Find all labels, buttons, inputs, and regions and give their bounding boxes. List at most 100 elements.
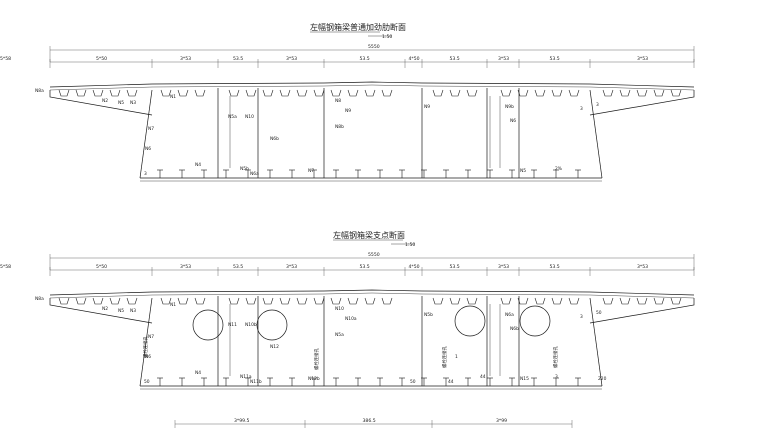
note-bolt-hole: 螺栓连接孔 [441, 345, 448, 368]
bottom-dim-label: 386.5 [363, 418, 376, 424]
deck-u-rib [619, 89, 631, 97]
part-label: 3 [596, 102, 599, 108]
part-label: N9b [505, 104, 514, 110]
part-label: N11 [228, 322, 237, 328]
deck-u-rib [126, 297, 138, 305]
segment-dim-label: 3*53 [637, 56, 648, 62]
deck-u-rib [194, 89, 206, 97]
access-hole [454, 305, 486, 337]
deck-u-rib [330, 297, 342, 305]
deck-u-rib [381, 89, 393, 97]
deck-u-rib [347, 89, 359, 97]
deck-u-rib [619, 297, 631, 305]
deck-u-rib [160, 89, 172, 97]
deck-u-rib [279, 297, 291, 305]
segment-dim-label: 53.5 [233, 56, 243, 62]
part-label: N4 [195, 162, 201, 168]
part-label: N7 [148, 334, 154, 340]
deck-u-rib [449, 89, 461, 97]
segment-dim-label: 3*53 [286, 264, 297, 270]
right-cantilever-bottom [589, 90, 695, 116]
part-label: N5 [118, 100, 124, 106]
section-title: 左幅钢箱梁普通加劲肋断面 [310, 22, 406, 32]
deck-u-rib [551, 89, 563, 97]
deck-u-rib [466, 89, 478, 97]
deck-u-rib [636, 89, 648, 97]
deck-u-rib [432, 297, 444, 305]
segment-dim-label: 53.5 [550, 264, 560, 270]
deck-u-rib [58, 297, 70, 305]
part-label: N1 [170, 94, 176, 100]
segment-dim-label: 4*50 [409, 56, 420, 62]
part-label: N11a [240, 374, 252, 380]
deck-u-rib [92, 89, 104, 97]
deck-u-rib [194, 297, 206, 305]
deck-u-rib [364, 297, 376, 305]
segment-dim-label: 5*58 [0, 56, 11, 62]
right-cantilever-bottom [589, 298, 695, 324]
deck-u-rib [313, 89, 325, 97]
segment-dim-label: 53.5 [550, 56, 560, 62]
outer-web-right [589, 89, 603, 179]
part-label: N10 [245, 114, 254, 120]
segment-dim-label: 3*53 [180, 264, 191, 270]
part-label: N2 [102, 98, 108, 104]
part-label: 3 [555, 374, 558, 380]
outer-web-left [139, 89, 153, 179]
part-label: N10b [245, 322, 257, 328]
part-label: N5a [335, 332, 344, 338]
part-label: N12b [308, 376, 320, 382]
part-label: N7 [308, 168, 314, 174]
part-label: N6b [270, 136, 279, 142]
part-label: 3 [580, 314, 583, 320]
note-bolt-hole: 螺栓连接孔 [552, 345, 559, 368]
deck-u-rib [58, 89, 70, 97]
part-label: N2 [102, 306, 108, 312]
deck-u-rib [92, 297, 104, 305]
deck-u-rib [500, 89, 512, 97]
deck-inner-line [49, 84, 695, 91]
part-label: N10 [335, 306, 344, 312]
note-bolt-hole: 螺栓连接孔 [142, 335, 149, 358]
deck-u-rib [347, 297, 359, 305]
left-cantilever-bottom [49, 90, 153, 116]
part-label: N10a [345, 316, 357, 322]
part-label: 1 [455, 354, 458, 360]
deck-u-rib [296, 89, 308, 97]
part-label: 3 [580, 106, 583, 112]
segment-dim-label: 5*50 [96, 264, 107, 270]
part-label: N7 [148, 126, 154, 132]
deck-u-rib [109, 297, 121, 305]
segment-dim-label: 53.5 [450, 56, 460, 62]
deck-u-rib [534, 297, 546, 305]
deck-u-rib [177, 297, 189, 305]
note-bolt-hole: 螺栓连接孔 [313, 347, 320, 370]
part-label: 3 [144, 171, 147, 177]
deck-u-rib [160, 297, 172, 305]
part-label: N8b [335, 124, 344, 130]
segment-dim-label: 53.5 [450, 264, 460, 270]
part-label: N5 [118, 308, 124, 314]
part-label: N3 [130, 308, 136, 314]
part-label: N6a [505, 312, 514, 318]
part-label: N6 [510, 118, 516, 124]
deck-u-rib [568, 89, 580, 97]
part-label: 44 [480, 374, 486, 380]
part-label: N4 [195, 370, 201, 376]
part-label: N12 [270, 344, 279, 350]
outer-web-left [139, 297, 153, 387]
segment-dim-label: 53.5 [360, 264, 370, 270]
deck-u-rib [534, 89, 546, 97]
part-label: N11b [250, 379, 262, 385]
deck-u-rib [636, 297, 648, 305]
deck-u-rib [517, 89, 529, 97]
part-label: N5b [240, 166, 249, 172]
segment-dim-label: 5*58 [0, 264, 11, 270]
part-label: 50 [596, 310, 602, 316]
part-label: 220 [598, 376, 607, 382]
deck-inner-line [49, 292, 695, 299]
section-title: 左幅钢箱梁支点断面 [333, 230, 405, 240]
